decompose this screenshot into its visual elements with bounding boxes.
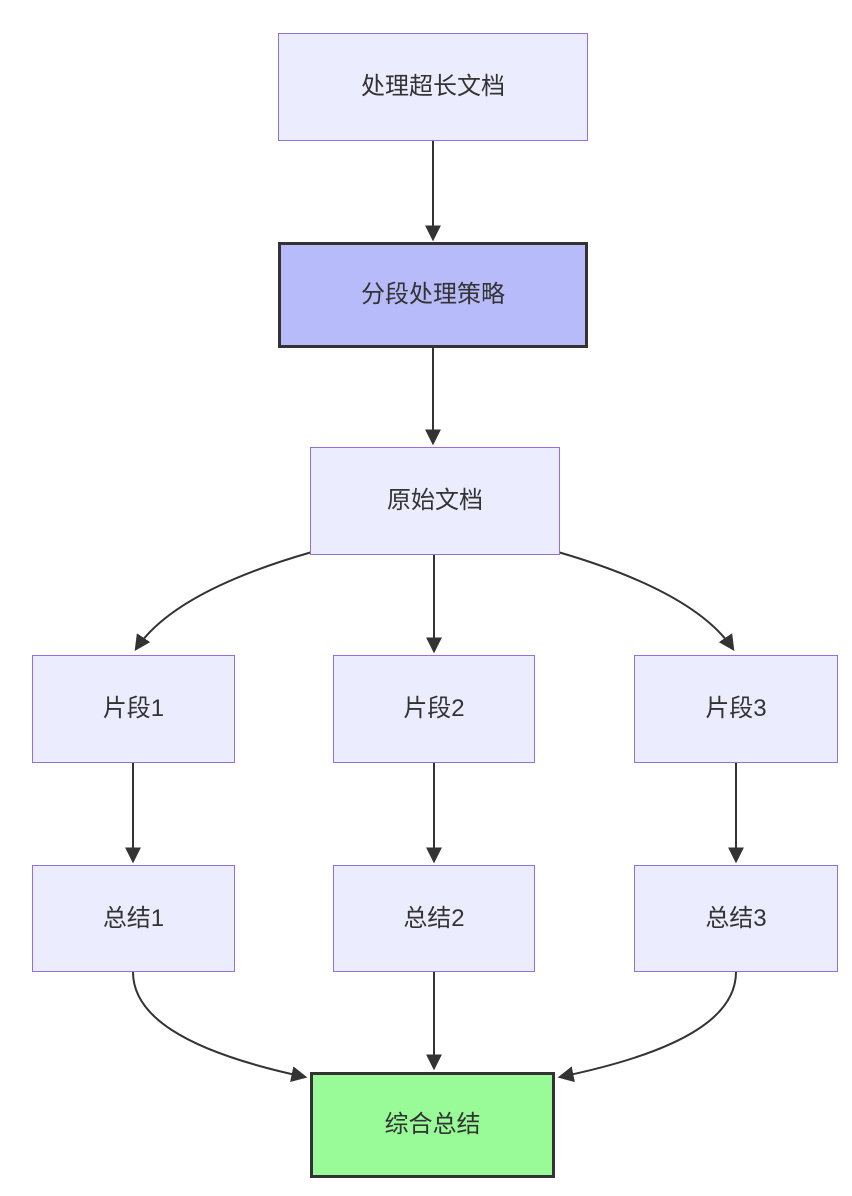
node-chunk-3: 片段3 (634, 655, 838, 763)
node-label: 片段1 (102, 695, 165, 723)
node-label: 片段2 (403, 695, 465, 723)
node-chunk-1: 片段1 (32, 655, 235, 763)
edge-source-to-chunk3 (557, 551, 735, 651)
edge-source-to-chunk1 (134, 551, 313, 651)
node-segmentation-strategy: 分段处理策略 (278, 242, 588, 348)
node-label: 总结2 (403, 904, 465, 932)
node-process-long-document: 处理超长文档 (278, 33, 588, 141)
node-chunk-2: 片段2 (333, 655, 535, 763)
node-label: 片段3 (705, 695, 767, 723)
node-summary-1: 总结1 (32, 865, 235, 972)
node-original-document: 原始文档 (310, 447, 560, 555)
node-summary-2: 总结2 (333, 865, 535, 972)
node-label: 综合总结 (384, 1111, 481, 1139)
edge-summary3-to-final (557, 971, 737, 1083)
node-label: 原始文档 (387, 487, 483, 515)
node-summary-3: 总结3 (634, 865, 838, 972)
node-label: 分段处理策略 (361, 281, 505, 309)
node-label: 处理超长文档 (361, 73, 505, 101)
node-combined-summary: 综合总结 (310, 1072, 555, 1178)
node-label: 总结3 (705, 904, 767, 932)
edge-summary1-to-final (132, 971, 308, 1082)
node-label: 总结1 (102, 904, 165, 932)
